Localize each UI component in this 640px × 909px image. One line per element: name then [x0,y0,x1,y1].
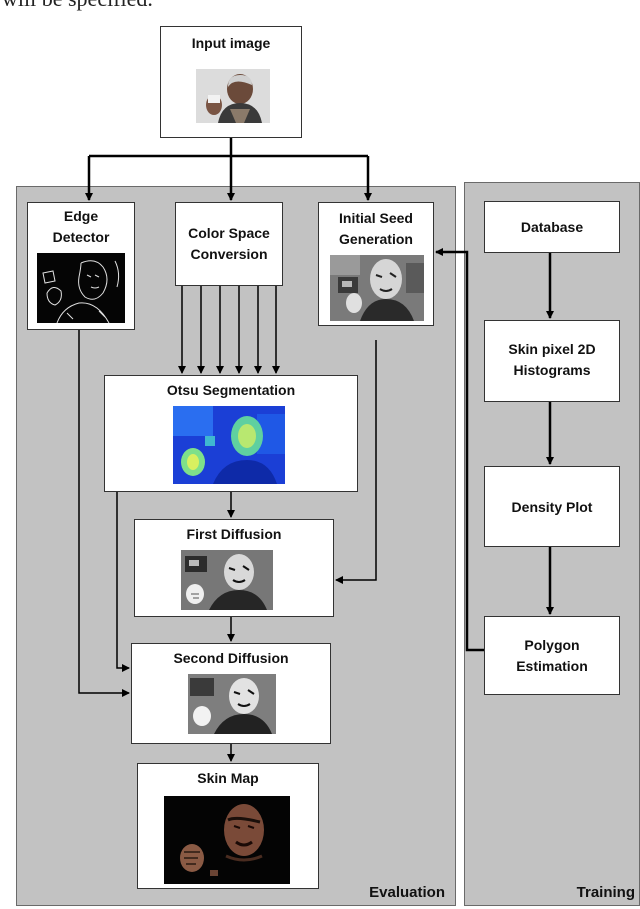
input-portrait-thumbnail [196,69,270,123]
second-diffusion-title: Second Diffusion [173,650,289,666]
arrow-seed-to-first-diffusion [335,340,377,584]
edge-map-thumbnail [37,253,125,323]
arrow-polygon-to-initial-seed [435,248,484,652]
skin-map-box: Skin Map [137,763,319,889]
first-diffusion-thumbnail [181,550,273,610]
density-plot-title: Density Plot [511,499,593,515]
otsu-segmentation-box: Otsu Segmentation [104,375,358,492]
arrow-otsu-to-second-diffusion [116,492,130,672]
input-image-title: Input image [191,35,271,51]
training-label: Training [576,884,635,901]
arrow-edge-to-second-diffusion [78,330,130,697]
second-diffusion-box: Second Diffusion [131,643,331,744]
second-diffusion-thumbnail [188,674,276,734]
color-space-conversion-box: Color Space Conversion [175,202,283,286]
skin-pixel-histograms-title: Skin pixel 2D Histograms [508,341,596,378]
skin-map-title: Skin Map [197,770,259,786]
initial-seed-generation-title: Initial Seed Generation [339,210,413,247]
polygon-estimation-title: Polygon Estimation [516,637,588,674]
evaluation-label: Evaluation [369,884,445,901]
input-image-box: Input image [160,26,302,138]
skin-map-thumbnail [164,796,290,884]
first-diffusion-title: First Diffusion [186,526,282,542]
database-box: Database [484,201,620,253]
seed-map-thumbnail [330,255,424,321]
edge-detector-box: Edge Detector [27,202,135,330]
skin-pixel-histograms-box: Skin pixel 2D Histograms [484,320,620,402]
database-title: Database [520,219,584,235]
otsu-segmentation-title: Otsu Segmentation [166,382,296,398]
first-diffusion-box: First Diffusion [134,519,334,617]
edge-detector-title: Edge Detector [52,208,110,245]
otsu-segmentation-thumbnail [173,406,285,484]
color-space-conversion-title: Color Space Conversion [188,225,270,262]
density-plot-box: Density Plot [484,466,620,547]
initial-seed-generation-box: Initial Seed Generation [318,202,434,326]
polygon-estimation-box: Polygon Estimation [484,616,620,695]
partial-caption-text: will be specified. [2,0,153,12]
